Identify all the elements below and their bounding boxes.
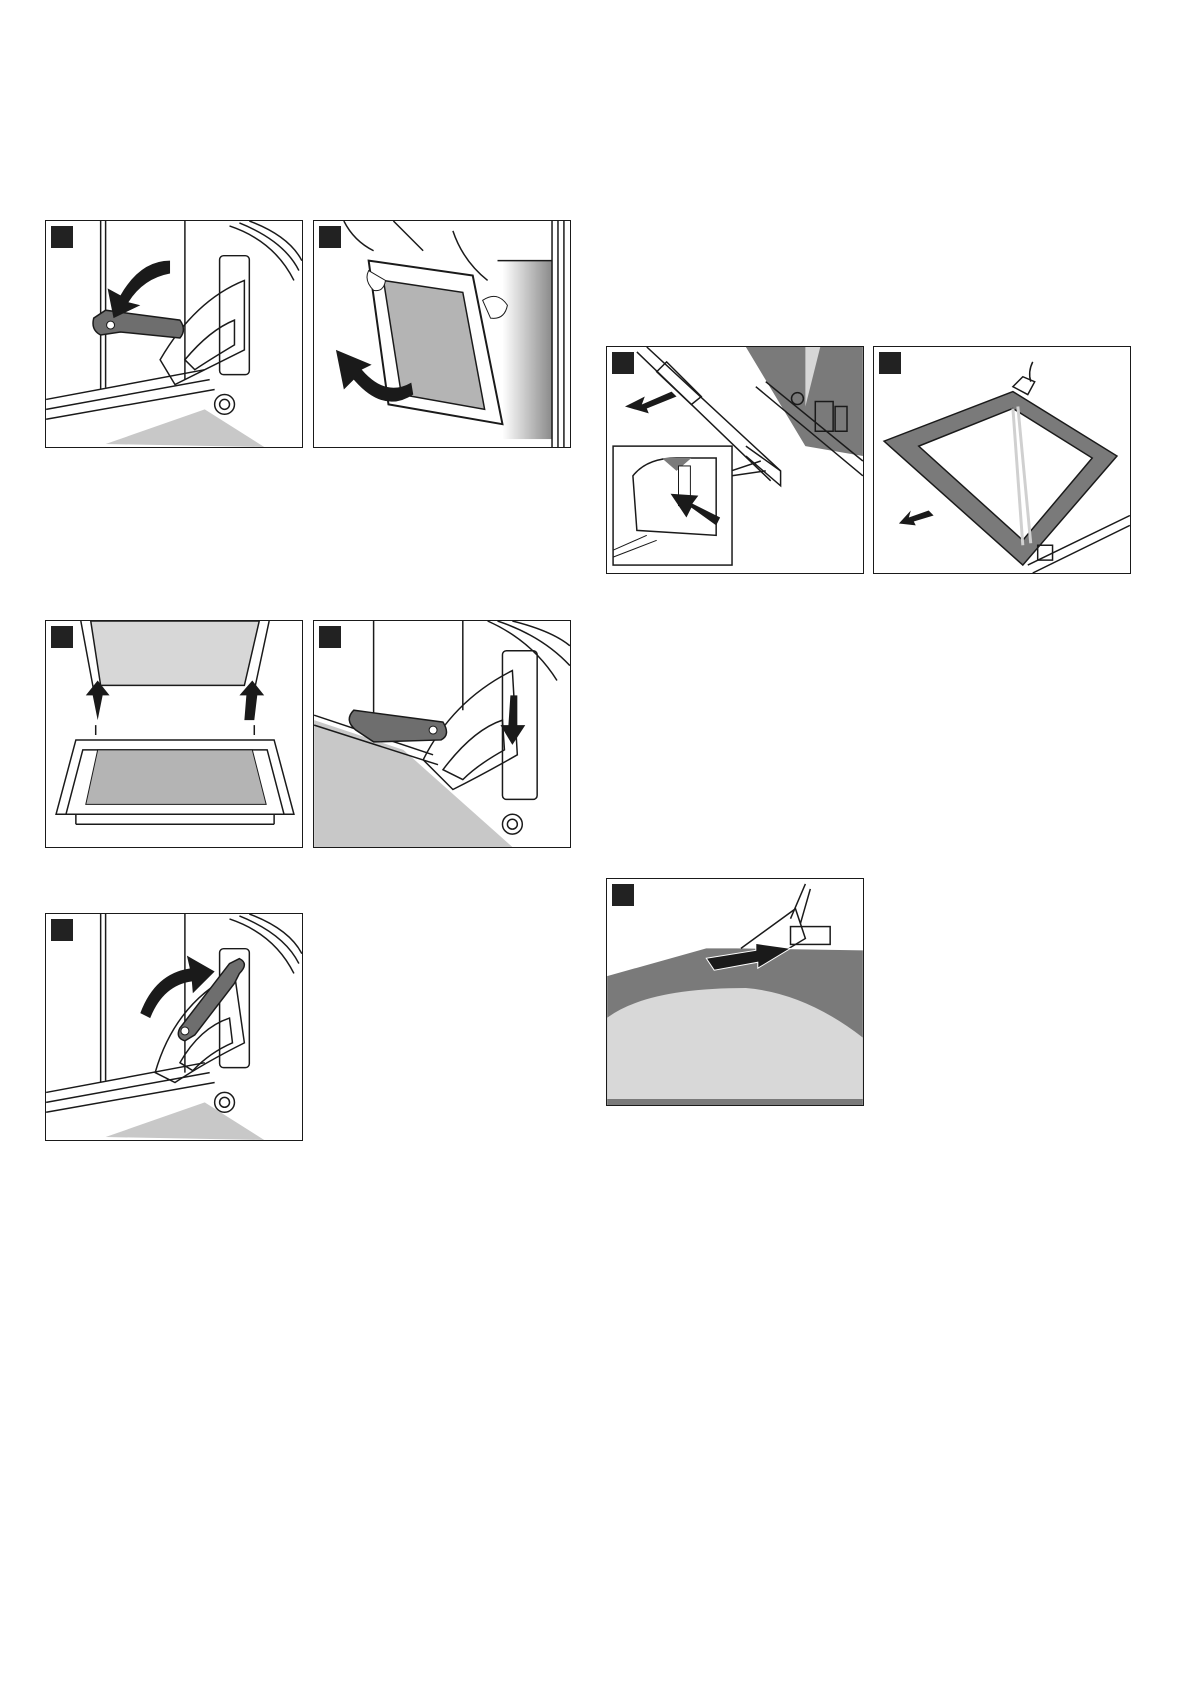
step-badge	[51, 919, 73, 941]
lift-out-door-illustration	[314, 221, 570, 447]
step-badge	[51, 626, 73, 648]
figure-hinge-hook-in	[313, 620, 571, 848]
step-badge	[319, 626, 341, 648]
step-badge	[879, 352, 901, 374]
step-badge	[51, 226, 73, 248]
figure-hinge-lever-up	[45, 913, 303, 1141]
step-badge	[612, 884, 634, 906]
release-clip-illustration	[607, 347, 863, 573]
figure-reinsert-pane	[45, 620, 303, 848]
slide-cover-illustration	[607, 879, 863, 1105]
figure-release-clip	[606, 346, 864, 574]
figure-lift-out-door	[313, 220, 571, 448]
step-badge	[319, 226, 341, 248]
figure-remove-glass	[873, 346, 1131, 574]
step-badge	[612, 352, 634, 374]
hinge-hook-in-illustration	[314, 621, 570, 847]
remove-glass-illustration	[874, 347, 1130, 573]
figure-hinge-lever-down	[45, 220, 303, 448]
hinge-lever-up-illustration	[46, 914, 302, 1140]
hinge-lever-down-illustration	[46, 221, 302, 447]
figure-slide-cover	[606, 878, 864, 1106]
reinsert-pane-illustration	[46, 621, 302, 847]
